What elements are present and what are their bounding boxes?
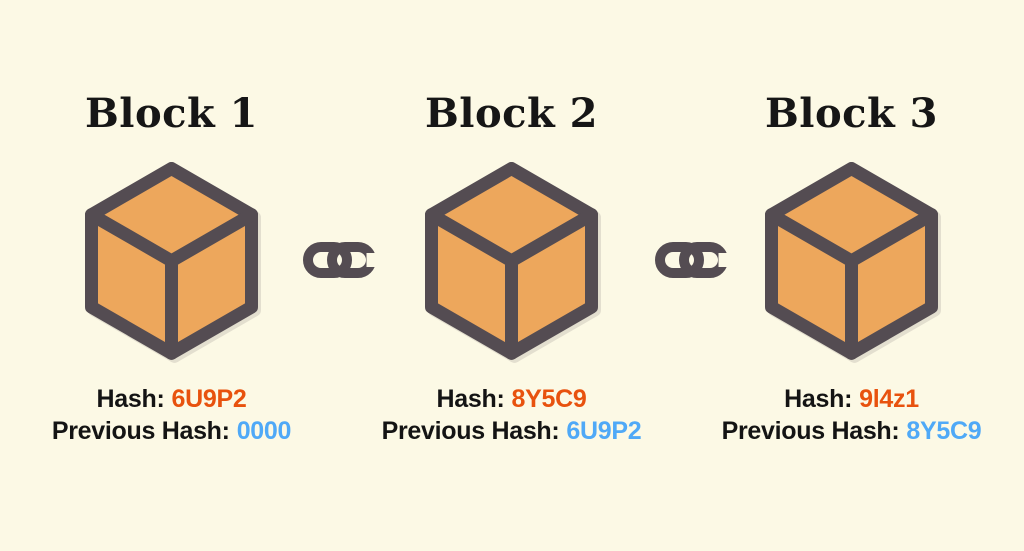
hash-value: 9l4z1	[859, 385, 919, 413]
block-2-column: Block 2 Hash: 8Y5C9 Previous Hash: 6U9P2	[341, 0, 682, 551]
hash-label: Hash:	[784, 385, 853, 413]
cube-icon	[425, 162, 598, 360]
hash-line: Hash: 8Y5C9	[437, 383, 587, 415]
previous-hash-label: Previous Hash:	[721, 417, 900, 445]
hash-line: Hash: 9l4z1	[784, 383, 919, 415]
cube-icon	[765, 162, 938, 360]
hash-value: 8Y5C9	[511, 385, 587, 413]
block-1-column: Block 1 Hash: 6U9P2 Previous Hash: 0000	[1, 0, 342, 551]
block-3-column: Block 3 Hash: 9l4z1 Previous Hash: 8Y5C9	[681, 0, 1022, 551]
block-2-title: Block 2	[424, 90, 598, 137]
hash-label: Hash:	[96, 385, 165, 413]
previous-hash-line: Previous Hash: 6U9P2	[382, 415, 642, 447]
cube-icon	[85, 162, 258, 360]
block-3-hashes: Hash: 9l4z1 Previous Hash: 8Y5C9	[722, 383, 982, 447]
chain-link-icon	[655, 242, 728, 278]
previous-hash-value: 8Y5C9	[906, 417, 982, 445]
previous-hash-label: Previous Hash:	[51, 417, 230, 445]
block-3-title: Block 3	[764, 90, 938, 137]
block-1-hashes: Hash: 6U9P2 Previous Hash: 0000	[51, 383, 292, 447]
previous-hash-value: 0000	[236, 417, 292, 445]
previous-hash-value: 6U9P2	[566, 417, 642, 445]
chain-link-icon	[303, 242, 376, 278]
previous-hash-line: Previous Hash: 8Y5C9	[722, 415, 982, 447]
previous-hash-line: Previous Hash: 0000	[51, 415, 292, 447]
hash-label: Hash:	[436, 385, 505, 413]
block-1-title: Block 1	[84, 90, 258, 137]
block-2-hashes: Hash: 8Y5C9 Previous Hash: 6U9P2	[382, 383, 642, 447]
hash-value: 6U9P2	[171, 385, 247, 413]
hash-line: Hash: 6U9P2	[97, 383, 247, 415]
previous-hash-label: Previous Hash:	[381, 417, 560, 445]
